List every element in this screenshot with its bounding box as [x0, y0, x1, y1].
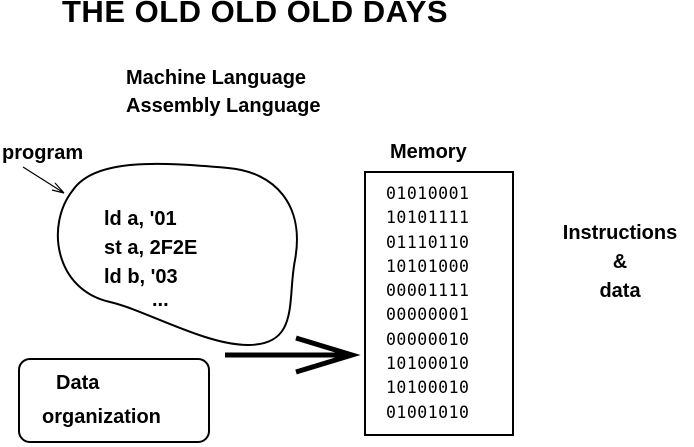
code-line: ld a, '01 [104, 208, 177, 230]
instructions-label: Instructions [562, 222, 678, 244]
memory-word: 00000001 [386, 305, 470, 325]
memory-word: 10100010 [386, 378, 470, 398]
code-line: st a, 2F2E [104, 237, 198, 259]
assembly-language-label: Assembly Language [126, 95, 321, 117]
ampersand-label: & [612, 251, 628, 273]
memory-box [364, 171, 514, 436]
memory-word: 00001111 [386, 281, 470, 301]
data-organization-line2: organization [42, 406, 161, 428]
memory-word: 00000010 [386, 329, 470, 349]
program-label: program [2, 142, 84, 164]
memory-words: 01010001 10101111 01110110 10101000 0000… [386, 182, 469, 425]
memory-word: 10101111 [386, 208, 470, 228]
page-title: THE OLD OLD OLD DAYS [62, 0, 449, 29]
memory-word: 10101000 [386, 256, 470, 276]
data-organization-box [18, 358, 210, 443]
memory-label: Memory [390, 141, 467, 163]
to-memory-arrow [225, 335, 361, 375]
data-label: data [599, 280, 641, 302]
code-ellipsis: ... [152, 289, 169, 311]
memory-word: 10100010 [386, 354, 470, 374]
instructions-and-data-label: Instructions & data [549, 219, 691, 306]
memory-word: 01110110 [386, 232, 470, 252]
program-blob-shape [56, 162, 298, 347]
memory-word: 01010001 [386, 184, 470, 203]
code-line: ld b, '03 [104, 266, 178, 288]
program-pointer-arrow [22, 166, 65, 194]
data-organization-line1: Data [56, 372, 100, 394]
machine-language-label: Machine Language [126, 67, 307, 89]
memory-word: 01001010 [386, 402, 470, 422]
